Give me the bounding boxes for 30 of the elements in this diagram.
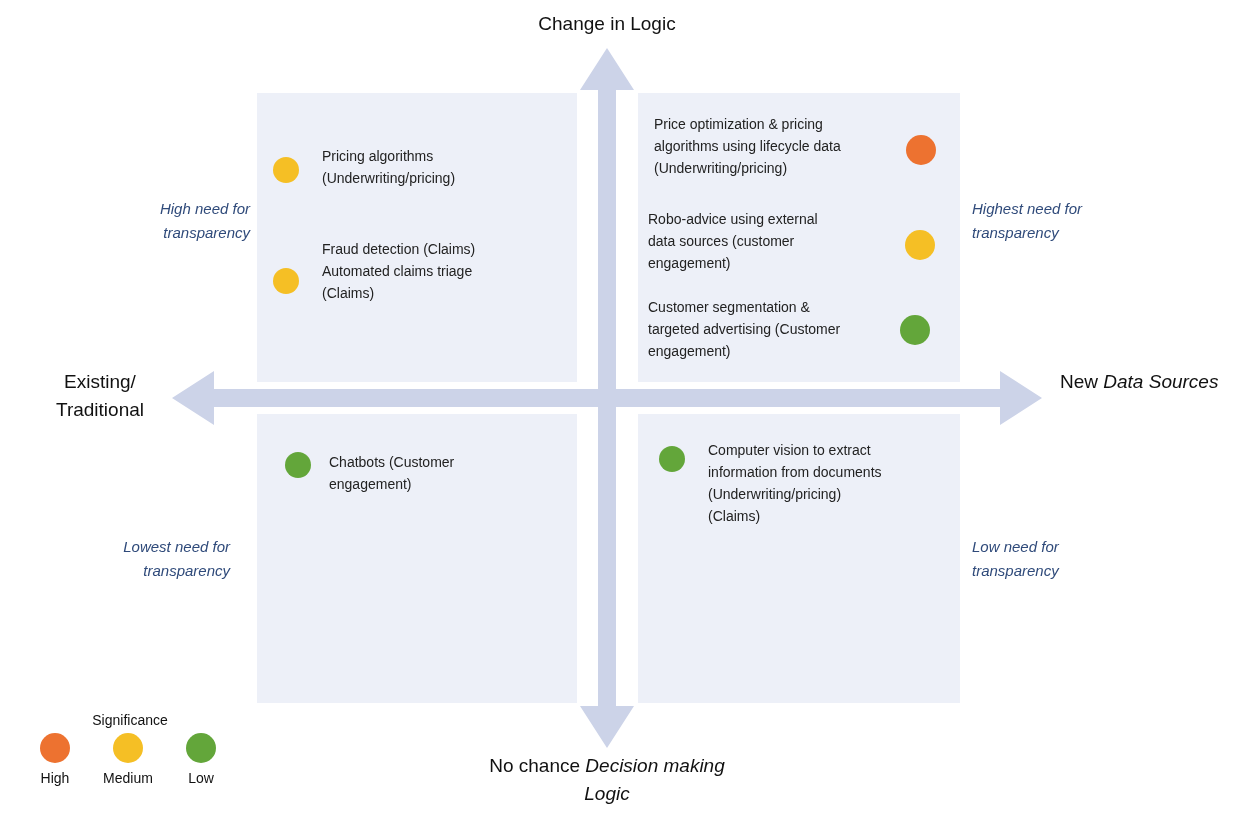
transparency-note: Lowest need for transparency xyxy=(122,537,230,581)
legend-label: Low xyxy=(187,769,215,788)
quadrant-panel xyxy=(638,93,960,382)
significance-dot xyxy=(905,230,935,260)
transparency-note: Low need for transparency xyxy=(972,537,1061,581)
axis-label: Change in Logic xyxy=(537,12,677,36)
axis-label: Existing/ Traditional xyxy=(55,370,145,422)
significance-dot xyxy=(900,315,930,345)
axis-label: New Data Sources xyxy=(1060,370,1220,394)
legend-label: Medium xyxy=(102,769,154,788)
quadrant-panel xyxy=(638,414,960,703)
use-case-text: Price optimization & pricing algorithms using lifecycle data (Underwriting/pricing) xyxy=(654,113,859,179)
legend-title: Significance xyxy=(91,711,169,730)
significance-dot xyxy=(906,135,936,165)
quadrant-panel xyxy=(257,414,577,703)
significance-dot xyxy=(285,452,311,478)
use-case-text: Customer segmentation & targeted advertising (Customer engagement) xyxy=(648,296,848,362)
use-case-text: Computer vision to extract information from documents (Underwriting/pricing) (Claims) xyxy=(708,439,888,527)
legend-label: High xyxy=(39,769,71,788)
significance-dot xyxy=(659,446,685,472)
significance-dot xyxy=(273,268,299,294)
use-case-text: Chatbots (Customer engagement) xyxy=(329,451,529,495)
transparency-note: High need for transparency xyxy=(158,199,250,243)
significance-dot xyxy=(273,157,299,183)
use-case-text: Fraud detection (Claims) Automated claims triage (Claims) xyxy=(322,238,497,304)
axis-label: No chance Decision making Logic xyxy=(488,754,726,806)
use-case-text: Pricing algorithms (Underwriting/pricing) xyxy=(322,145,487,189)
transparency-note: Highest need for transparency xyxy=(972,199,1084,243)
quadrant-panel xyxy=(257,93,577,382)
use-case-text: Robo-advice using external data sources (customer engagement) xyxy=(648,208,848,274)
